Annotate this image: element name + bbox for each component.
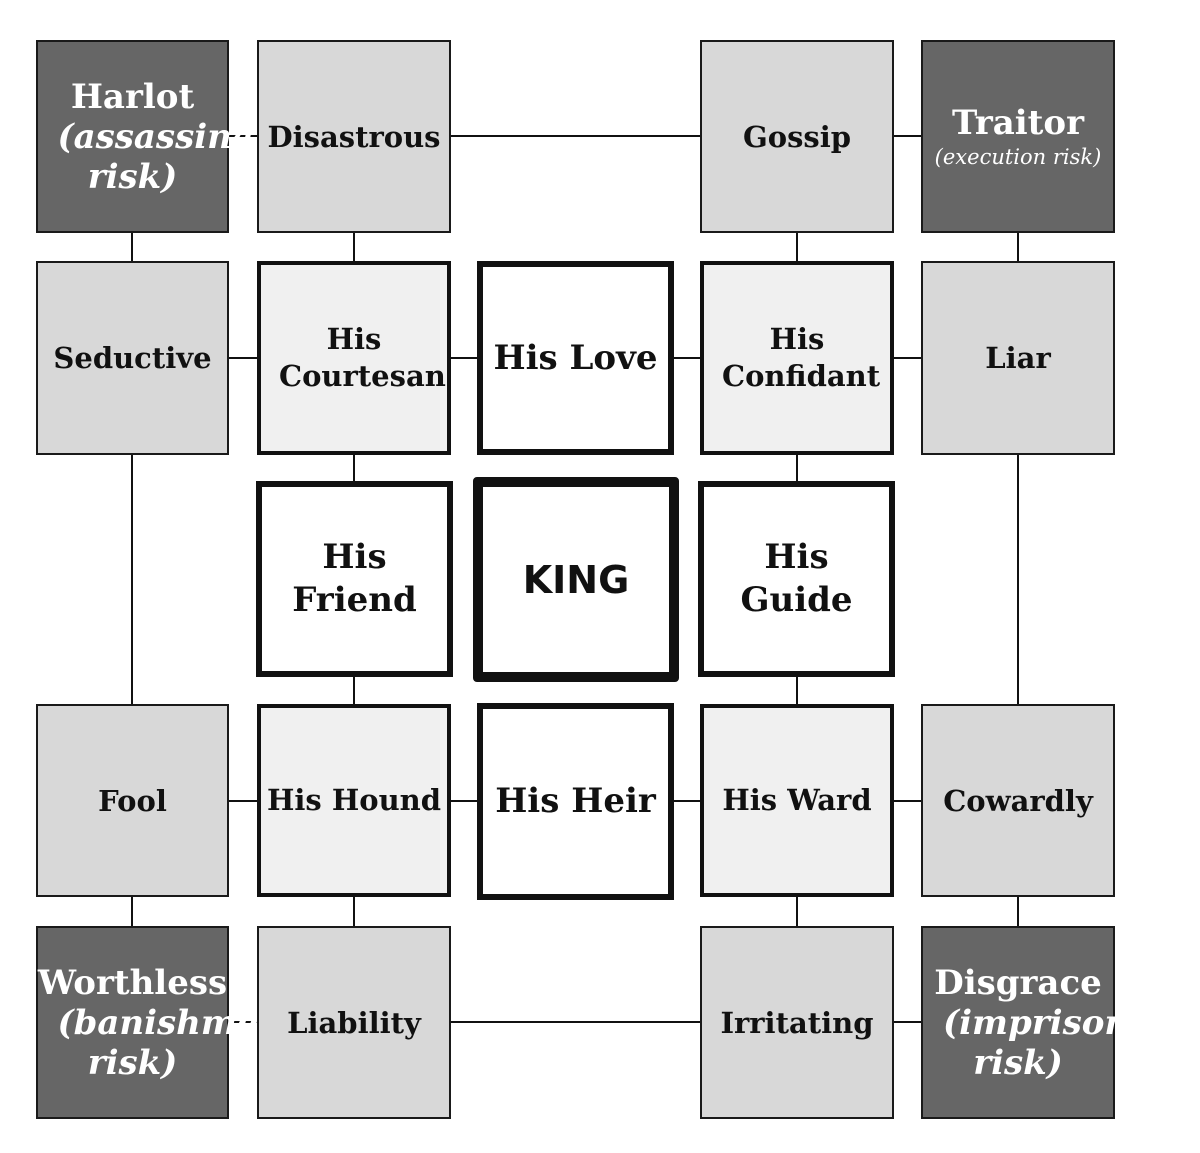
box-traitor-subtitle: (execution risk) <box>934 144 1102 169</box>
box-irritating: Irritating <box>700 926 894 1119</box>
box-disastrous: Disastrous <box>257 40 451 233</box>
box-courtesan-title: His Courtesan <box>279 322 446 393</box>
box-worthless-title: Worthless <box>37 962 228 1003</box>
box-hound-title: His Hound <box>266 783 442 817</box>
box-disgrace-subtitle: (imprisonment risk) <box>943 1002 1200 1083</box>
box-confidant-title: His Confidant <box>722 322 881 393</box>
box-love-title: His Love <box>493 337 658 378</box>
box-irritating-title: Irritating <box>720 1005 874 1040</box>
box-friend: His Friend <box>256 481 453 677</box>
box-guide: His Guide <box>698 481 895 677</box>
box-liar: Liar <box>921 261 1115 455</box>
box-liar-title: Liar <box>985 341 1051 375</box>
box-disgrace: Disgrace (imprisonment risk) <box>921 926 1200 1119</box>
box-harlot-subtitle: (assassination risk) <box>57 116 330 197</box>
box-harlot-title: Harlot <box>70 76 195 117</box>
box-gossip: Gossip <box>700 40 894 233</box>
box-king: KING <box>473 477 679 682</box>
box-hound: His Hound <box>257 704 451 897</box>
box-fool: Fool <box>36 704 229 897</box>
box-disgrace-title: Disgrace <box>934 962 1102 1003</box>
box-seductive-title: Seductive <box>53 341 212 375</box>
box-liability-title: Liability <box>287 1005 421 1040</box>
box-traitor: Traitor (execution risk) <box>921 40 1115 233</box>
box-courtesan: His Courtesan <box>257 261 451 455</box>
box-cowardly: Cowardly <box>921 704 1115 897</box>
box-traitor-title: Traitor <box>952 102 1084 143</box>
box-worthless: Worthless (banishment risk) <box>36 926 299 1119</box>
box-ward: His Ward <box>700 704 894 897</box>
box-liability: Liability <box>257 926 451 1119</box>
box-heir-title: His Heir <box>495 781 656 821</box>
box-disastrous-title: Disastrous <box>267 119 441 154</box>
box-cowardly-title: Cowardly <box>943 783 1093 818</box>
box-heir: His Heir <box>477 703 674 900</box>
box-fool-title: Fool <box>98 783 167 818</box>
box-friend-title: His Friend <box>292 537 417 620</box>
box-confidant: His Confidant <box>700 261 894 455</box>
box-seductive: Seductive <box>36 261 229 455</box>
box-love: His Love <box>477 261 674 455</box>
box-king-title: KING <box>522 557 630 602</box>
box-gossip-title: Gossip <box>742 119 852 154</box>
box-ward-title: His Ward <box>722 783 872 817</box>
box-worthless-subtitle: (banishment risk) <box>57 1002 299 1083</box>
box-guide-title: His Guide <box>740 537 853 620</box>
box-harlot: Harlot (assassination risk) <box>36 40 330 233</box>
